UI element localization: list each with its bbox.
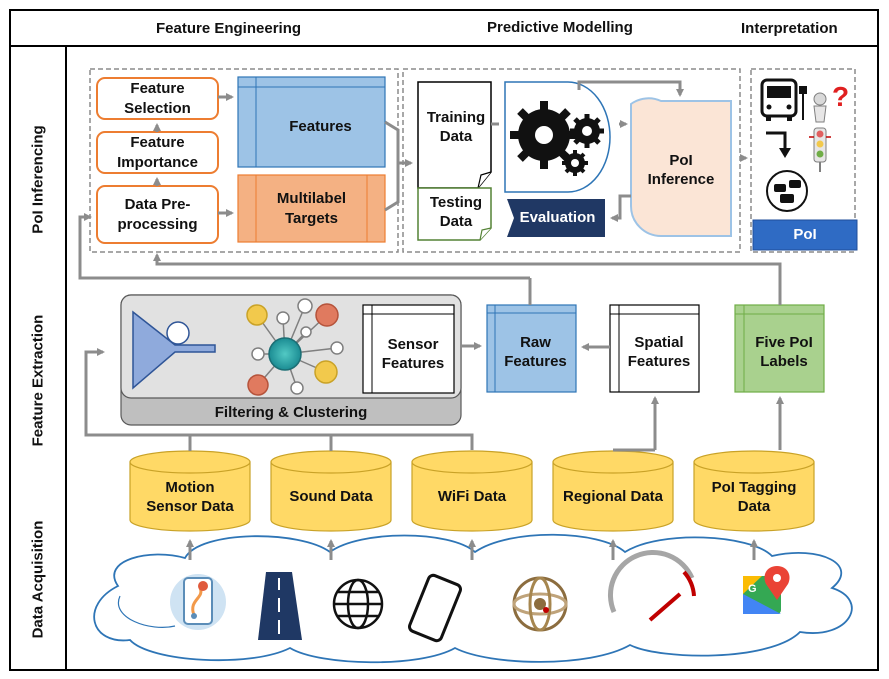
regional-data-label: Regional Data [562, 488, 664, 506]
poi-inference-label: PoI Inference [647, 151, 715, 189]
header-interpretation: Interpretation [741, 20, 838, 37]
poi-button-label: PoI [793, 226, 817, 244]
gears-icon [510, 101, 604, 176]
filtering-clustering-label: Filtering & Clustering [214, 404, 368, 422]
feature-selection-label: Feature Selection [124, 80, 191, 117]
svg-text:G: G [748, 583, 757, 595]
flow-arrows [78, 80, 784, 452]
sensor-features-box [362, 304, 455, 394]
data-preprocessing-label: Data Pre- processing [117, 196, 198, 233]
wifi-data-label: WiFi Data [437, 488, 507, 506]
raw-features-box [486, 304, 577, 393]
row-label-poi-inferencing: PoI Inferencing [29, 125, 47, 234]
five-poi-labels-box [734, 304, 825, 393]
evaluation-label: Evaluation [519, 209, 596, 227]
multilabel-targets-label: Multilabel Targets [276, 190, 347, 227]
header-predictive-modelling: Predictive Modelling [487, 19, 633, 36]
motion-sensor-data-label: Motion Sensor Data [146, 478, 234, 516]
cylinder-sound [270, 450, 392, 532]
row-label-data-acquisition: Data Acquisition [29, 520, 47, 639]
speedometer-icon [607, 549, 696, 622]
five-poi-labels-label: Five PoI Labels [755, 333, 813, 371]
outer-frame [9, 9, 879, 671]
features-label: Features [289, 118, 352, 136]
interpretation-group [750, 68, 856, 253]
features-box [237, 76, 386, 168]
poi-button [752, 219, 858, 251]
network-icon [246, 298, 344, 396]
gyroscope-icon [512, 576, 568, 632]
cylinder-motion [129, 450, 251, 532]
traffic-jam-icon [766, 170, 808, 212]
header-feature-engineering: Feature Engineering [156, 20, 302, 37]
google-maps-icon: G [743, 566, 790, 614]
bus-stop-icon [760, 78, 807, 121]
traffic-light-icon [809, 127, 831, 172]
question-person-icon: ? [813, 81, 849, 123]
testing-data-doc [417, 187, 492, 241]
turn-arrow-icon [766, 131, 791, 158]
smartphone-icon [408, 573, 462, 643]
road-icon [258, 572, 302, 640]
training-data-doc [417, 81, 492, 189]
map-phone-icon [170, 574, 226, 630]
spatial-features-box [609, 304, 700, 393]
training-data-label: Training Data [426, 108, 486, 146]
feature-importance-label: Feature Importance [117, 134, 198, 171]
sound-data-label: Sound Data [289, 488, 373, 506]
cylinder-regional [552, 450, 674, 532]
testing-data-label: Testing Data [429, 193, 483, 231]
poi-inference-box [630, 97, 732, 237]
cloud-to-cylinder-arrows [186, 539, 758, 560]
spatial-features-label: Spatial Features [627, 333, 691, 371]
poi-tagging-data-label: PoI Tagging Data [711, 478, 797, 516]
cylinder-poi-tagging [693, 450, 815, 532]
feature-engineering-group [89, 68, 399, 253]
funnel-icon [132, 310, 216, 390]
row-label-feature-extraction: Feature Extraction [29, 314, 47, 447]
raw-features-label: Raw Features [504, 333, 567, 371]
globe-icon [332, 578, 384, 630]
svg-text:?: ? [832, 81, 849, 112]
evaluation-box [507, 199, 605, 237]
sensor-features-label: Sensor Features [381, 335, 445, 373]
cylinder-wifi [411, 450, 533, 532]
